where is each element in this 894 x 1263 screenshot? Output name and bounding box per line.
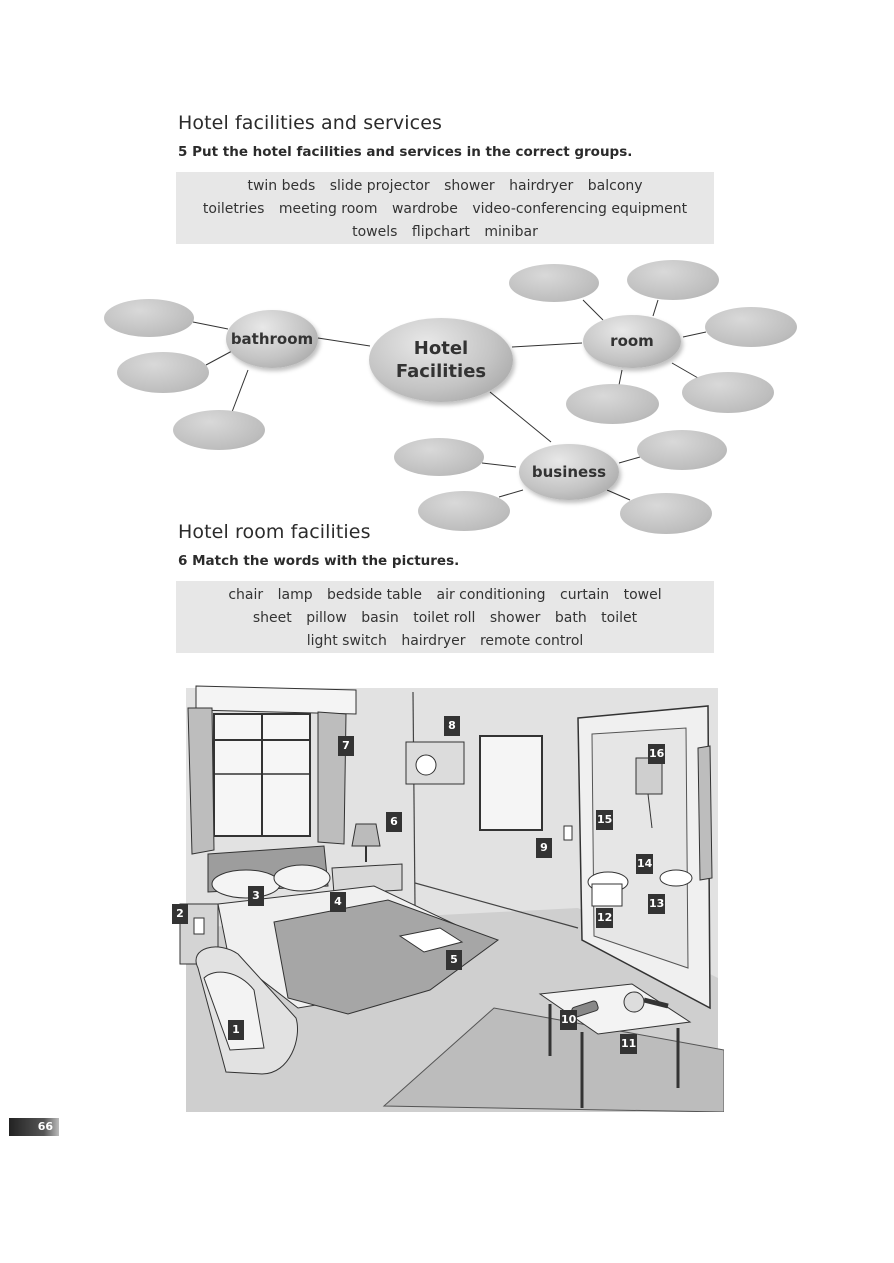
word-line-3: light switch hairdryer remote control: [176, 630, 714, 653]
picture-label: 4: [330, 892, 346, 912]
word-item: hairdryer: [509, 178, 574, 194]
word-item: pillow: [306, 610, 347, 626]
room-drawing: [178, 678, 725, 1113]
word-line-2: sheet pillow basin toilet roll shower ba…: [176, 607, 714, 630]
word-item: towel: [623, 587, 662, 603]
bathroom-node: bathroom: [226, 310, 318, 368]
word-item: wardrobe: [391, 201, 458, 217]
answer-bubble: [418, 491, 510, 531]
picture-label: 1: [228, 1020, 244, 1040]
word-item: balcony: [587, 178, 643, 194]
section6-heading: Hotel room facilities: [178, 521, 371, 543]
answer-bubble: [705, 307, 797, 347]
word-line-2: toiletries meeting room wardrobe video-c…: [176, 198, 714, 221]
word-item: minibar: [484, 224, 538, 240]
word-item: slide projector: [329, 178, 430, 194]
word-item: lamp: [277, 587, 313, 603]
word-item: meeting room: [278, 201, 378, 217]
picture-label: 6: [386, 812, 402, 832]
picture-label: 13: [648, 894, 666, 914]
page-number: 66: [9, 1118, 59, 1136]
word-item: toiletries: [202, 201, 265, 217]
word-item: shower: [444, 178, 495, 194]
section6-instruction: 6 Match the words with the pictures.: [178, 553, 460, 569]
picture-label: 14: [636, 854, 654, 874]
answer-bubble: [682, 372, 774, 413]
answer-bubble: [620, 493, 712, 534]
answer-bubble: [509, 264, 599, 302]
answer-bubble: [104, 299, 194, 337]
word-item: remote control: [479, 633, 584, 649]
picture-label: 7: [338, 736, 354, 756]
word-item: hairdryer: [401, 633, 466, 649]
hotel-room-illustration: 1 2 3 4 5 6 7 8 9 10 11 12 13 14 15 16: [172, 678, 725, 1113]
hotel-facilities-node: Hotel Facilities: [369, 318, 513, 402]
word-item: bedside table: [327, 587, 423, 603]
room-node: room: [583, 315, 681, 368]
word-item: flipchart: [411, 224, 470, 240]
answer-bubble: [627, 260, 719, 300]
word-item: light switch: [306, 633, 387, 649]
word-item: toilet roll: [413, 610, 476, 626]
picture-label: 10: [560, 1010, 578, 1030]
facilities-word-box: twin beds slide projector shower hairdry…: [176, 172, 714, 244]
word-item: towels: [352, 224, 398, 240]
answer-bubble: [394, 438, 484, 476]
picture-label: 15: [596, 810, 614, 830]
answer-bubble: [566, 384, 659, 424]
word-line-3: towels flipchart minibar: [176, 221, 714, 244]
word-item: sheet: [252, 610, 292, 626]
word-item: twin beds: [247, 178, 316, 194]
word-item: shower: [489, 610, 541, 626]
section5-heading: Hotel facilities and services: [178, 112, 442, 134]
picture-label: 16: [648, 744, 666, 764]
answer-bubble: [117, 352, 209, 393]
word-item: chair: [228, 587, 264, 603]
word-item: curtain: [560, 587, 610, 603]
picture-label: 5: [446, 950, 462, 970]
word-line-1: twin beds slide projector shower hairdry…: [176, 175, 714, 198]
room-word-box: chair lamp bedside table air conditionin…: [176, 581, 714, 653]
word-line-1: chair lamp bedside table air conditionin…: [176, 584, 714, 607]
picture-label: 3: [248, 886, 264, 906]
answer-bubble: [173, 410, 265, 450]
section5-instruction: 5 Put the hotel facilities and services …: [178, 144, 633, 160]
picture-label: 2: [172, 904, 188, 924]
word-item: toilet: [601, 610, 638, 626]
picture-label: 11: [620, 1034, 638, 1054]
word-item: basin: [361, 610, 399, 626]
picture-label: 12: [596, 908, 614, 928]
center-label-line: Facilities: [395, 361, 487, 382]
word-item: video-conferencing equipment: [472, 201, 688, 217]
answer-bubble: [637, 430, 727, 470]
picture-label: 9: [536, 838, 552, 858]
word-item: bath: [554, 610, 587, 626]
word-item: air conditioning: [436, 587, 546, 603]
picture-label: 8: [444, 716, 460, 736]
business-node: business: [519, 444, 619, 500]
center-label-line: Hotel: [413, 338, 469, 359]
